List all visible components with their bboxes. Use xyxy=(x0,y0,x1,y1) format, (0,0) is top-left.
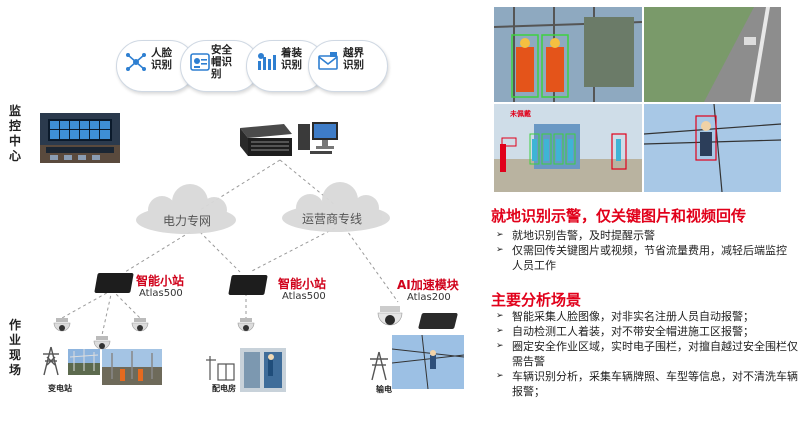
ptz-camera-icon xyxy=(376,306,404,338)
node-title-right: AI加速模块 xyxy=(397,278,459,292)
feature-label: 越界 识别 xyxy=(343,47,364,71)
dome-camera-icon xyxy=(92,336,112,360)
node-sub-mid: Atlas500 xyxy=(282,291,326,302)
workstation-pc-icon xyxy=(296,120,340,156)
road-vehicle-photo xyxy=(644,7,781,102)
scenario-bullet-list: 智能采集人脸图像，对非实名注册人员自动报警； 自动检测工人着装，对不带安全帽进施… xyxy=(496,309,802,399)
feature-label: 安全 帽识 别 xyxy=(211,44,232,80)
node-sub-right: Atlas200 xyxy=(407,292,451,303)
network-links xyxy=(61,159,399,336)
field-site-label: 作业现场 xyxy=(8,318,21,377)
monitor-center-label: 监控中心 xyxy=(8,104,21,163)
face-network-icon xyxy=(125,51,147,73)
substation-tower-icon xyxy=(40,345,62,377)
bullet-item: 车辆识别分析，采集车辆牌照、车型等信息，对不清洗车辆报警； xyxy=(496,369,802,399)
transmission-photo xyxy=(392,335,464,389)
transmission-tower-icon xyxy=(368,350,390,382)
atlas500-box-left xyxy=(94,273,134,293)
substation-label: 变电站 xyxy=(48,384,72,393)
bullet-item: 仅需回传关键图片或视频，节省流量费用，减轻后端监控人员工作 xyxy=(496,243,792,273)
node-title-mid: 智能小站 xyxy=(278,277,327,291)
feature-label: 人脸 识别 xyxy=(151,47,172,71)
section-heading-local-alert: 就地识别示警，仅关键图片和视频回传 xyxy=(491,207,747,225)
helmet-id-icon xyxy=(189,51,211,73)
line-worker-photo xyxy=(644,104,781,192)
bullet-item: 自动检测工人着装，对不带安全帽进施工区报警； xyxy=(496,324,802,339)
power-network-cloud xyxy=(136,184,236,234)
feature-label: 着装 识别 xyxy=(281,47,302,71)
substation-workers-photo xyxy=(102,349,162,385)
substation-detection-photo xyxy=(494,7,642,102)
local-alert-bullet-list: 就地识别告警，及时提醒示警 仅需回传关键图片或视频，节省流量费用，减轻后端监控人… xyxy=(496,228,792,273)
carrier-line-cloud xyxy=(282,182,390,232)
clothing-id-icon xyxy=(255,51,277,73)
distribution-room-photo xyxy=(240,348,286,392)
distribution-label: 配电房 xyxy=(212,384,236,393)
atlas500-box-mid xyxy=(228,275,268,295)
dome-camera-icon xyxy=(130,318,150,342)
transmission-label: 输电 xyxy=(376,385,392,394)
node-title-left: 智能小站 xyxy=(136,274,185,288)
dome-camera-icon xyxy=(52,318,72,342)
atlas200-module xyxy=(418,313,458,329)
node-sub-left: Atlas500 xyxy=(139,288,183,299)
safety-fence-photo xyxy=(494,104,642,192)
detection-tag: 未佩戴 xyxy=(510,110,531,118)
server-rack-icon xyxy=(234,124,292,156)
feature-boundary-recognition: 越界 识别 xyxy=(308,40,388,92)
bullet-item: 就地识别告警，及时提醒示警 xyxy=(496,228,792,243)
dome-camera-icon xyxy=(236,318,256,342)
section-heading-scenarios: 主要分析场景 xyxy=(491,291,582,309)
substation-photo-small xyxy=(68,349,100,375)
bullet-item: 圈定安全作业区域，实时电子围栏，对擅自越过安全围栏仅需告警 xyxy=(496,339,802,369)
bullet-item: 智能采集人脸图像，对非实名注册人员自动报警； xyxy=(496,309,802,324)
control-room-photo xyxy=(40,113,120,163)
carrier-line-label: 运营商专线 xyxy=(302,212,363,226)
boundary-mail-icon xyxy=(317,51,339,73)
distribution-room-icon xyxy=(204,352,238,382)
power-network-label: 电力专网 xyxy=(163,214,212,228)
